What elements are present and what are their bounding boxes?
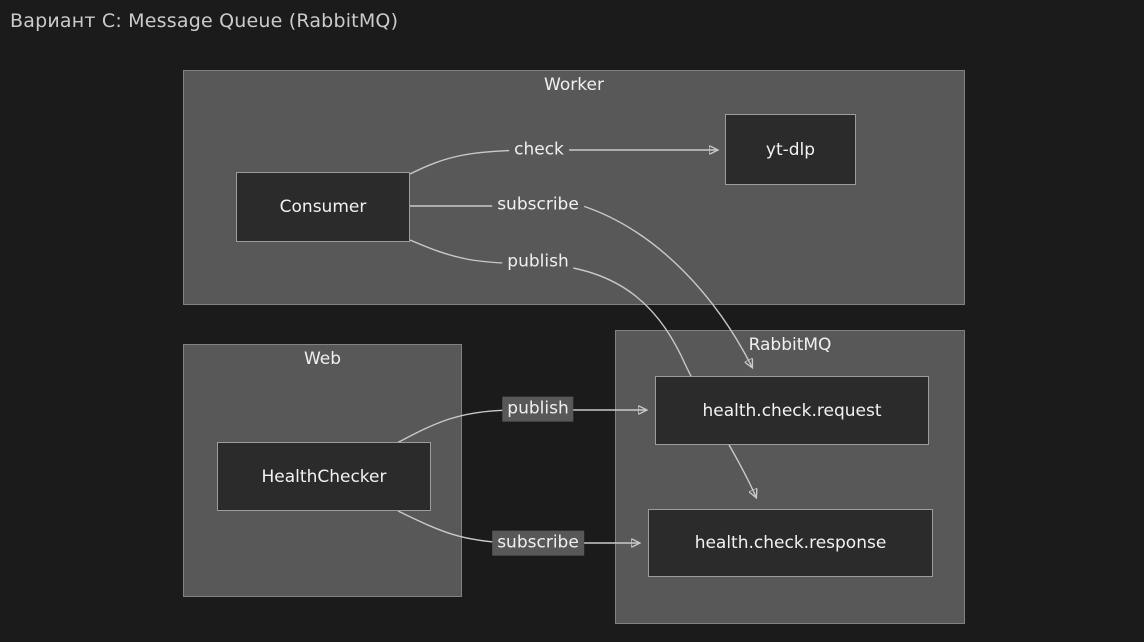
node-health-check-response-label: health.check.response	[694, 533, 887, 553]
container-worker-label: Worker	[544, 75, 604, 95]
edge-label-subscribe-web: subscribe	[492, 530, 584, 556]
node-ytdlp: yt-dlp	[725, 114, 856, 185]
diagram-title: Вариант C: Message Queue (RabbitMQ)	[10, 10, 399, 32]
node-healthchecker-label: HealthChecker	[261, 466, 387, 487]
edge-label-publish-consumer: publish	[502, 249, 574, 275]
node-healthchecker: HealthChecker	[217, 442, 431, 511]
node-consumer: Consumer	[236, 172, 410, 242]
edge-label-publish-web: publish	[502, 396, 574, 422]
node-consumer-label: Consumer	[279, 197, 367, 217]
container-rabbitmq: RabbitMQ	[615, 330, 965, 624]
edge-label-check: check	[509, 137, 569, 163]
container-web-label: Web	[303, 349, 342, 369]
node-health-check-request-label: health.check.request	[702, 400, 882, 421]
node-ytdlp-label: yt-dlp	[765, 139, 816, 160]
node-health-check-request: health.check.request	[655, 376, 929, 445]
edge-label-subscribe-consumer: subscribe	[492, 192, 584, 218]
node-health-check-response: health.check.response	[648, 509, 933, 577]
container-rabbitmq-label: RabbitMQ	[748, 335, 832, 355]
